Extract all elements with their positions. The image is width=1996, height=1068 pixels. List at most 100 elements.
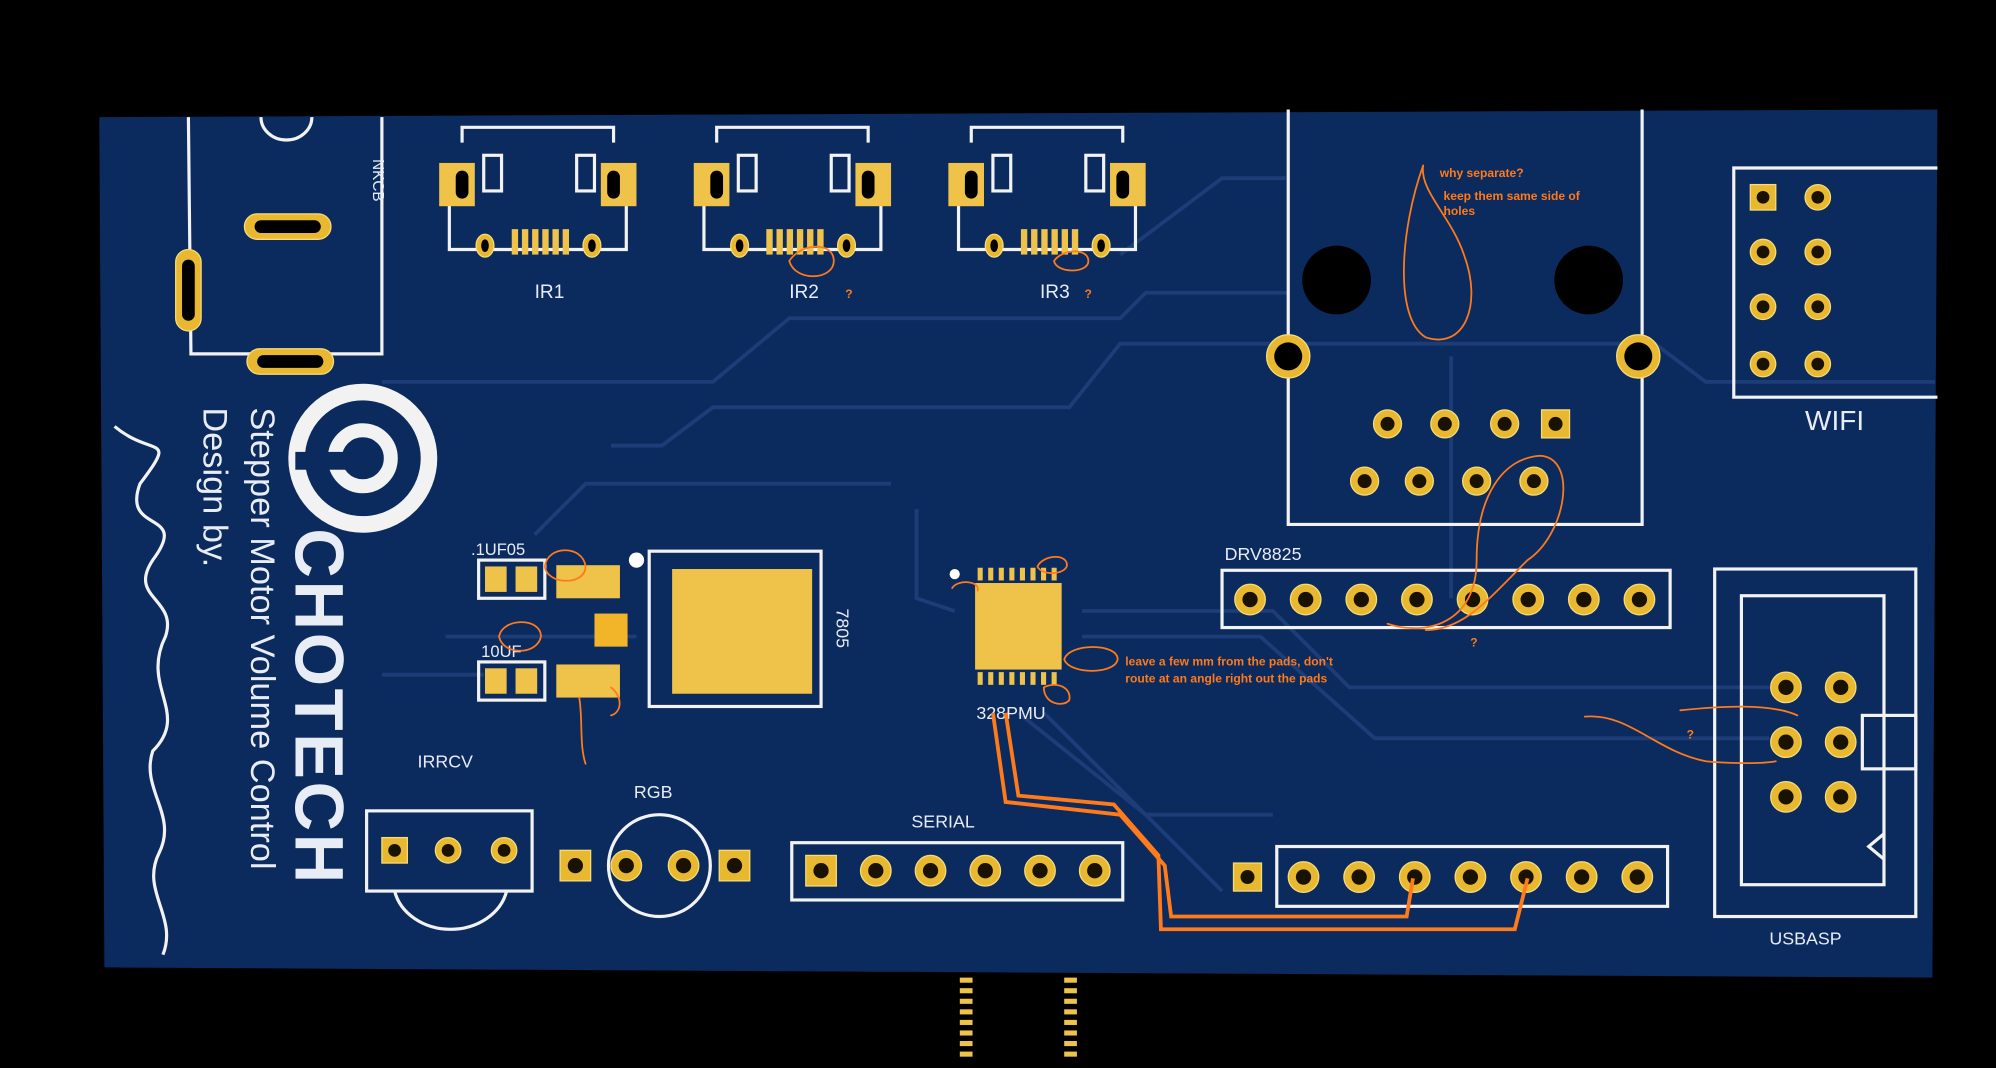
drill-hole bbox=[1409, 591, 1425, 608]
drill-hole bbox=[1576, 591, 1592, 608]
mcu-pin bbox=[1009, 567, 1015, 581]
chotech-logo: CHOTECH bbox=[280, 383, 438, 886]
label-regulator: 7805 bbox=[832, 608, 852, 648]
note-why-separate: why separate? bbox=[1439, 166, 1524, 180]
drill-hole bbox=[1437, 416, 1452, 431]
drill-hole bbox=[1833, 734, 1849, 750]
usb-signal-pad bbox=[1041, 229, 1048, 255]
usb-outline bbox=[991, 153, 1013, 193]
mcu-pin bbox=[1064, 1041, 1077, 1047]
pcb-board bbox=[99, 109, 1938, 978]
drill-hole bbox=[1756, 357, 1770, 371]
drill-hole bbox=[1357, 474, 1372, 489]
drill-hole bbox=[735, 239, 744, 253]
usbasp-header bbox=[1713, 567, 1918, 919]
drill-hole bbox=[1462, 869, 1479, 885]
drill-hole bbox=[388, 843, 401, 857]
usb-signal-pad bbox=[532, 229, 539, 255]
regulator-7805: 7805 bbox=[556, 549, 852, 709]
mcu-pin bbox=[988, 672, 994, 685]
mcu-pin bbox=[959, 998, 973, 1004]
drill-hole bbox=[1756, 190, 1770, 204]
drill-hole bbox=[1295, 869, 1312, 885]
power-jack-label: NKCB bbox=[369, 159, 386, 201]
drill-hole bbox=[1756, 245, 1770, 259]
mcu-pin bbox=[1030, 567, 1036, 581]
label-ir2: IR2 bbox=[789, 282, 819, 303]
label-usbasp: USBASP bbox=[1769, 929, 1841, 949]
usb-signal-pad bbox=[766, 229, 773, 255]
drill-hole bbox=[1756, 300, 1770, 314]
usb-signal-pad bbox=[817, 229, 824, 255]
usb-signal-pad bbox=[1061, 229, 1069, 255]
drill-hole bbox=[1380, 416, 1395, 431]
square-pad bbox=[381, 836, 408, 864]
mcu-pin bbox=[998, 672, 1004, 685]
usb-outline bbox=[829, 153, 851, 193]
mcu-pin bbox=[1051, 567, 1057, 581]
label-ir1: IR1 bbox=[535, 282, 565, 303]
drill-hole bbox=[1087, 863, 1103, 879]
drill-hole bbox=[1833, 679, 1849, 696]
drill-hole bbox=[1407, 869, 1423, 885]
drill-hole bbox=[1778, 734, 1794, 750]
note-same-side-line1: keep them same side of bbox=[1444, 189, 1581, 203]
usb-signal-pad bbox=[511, 229, 519, 255]
rgb-led bbox=[559, 813, 751, 919]
usb-slot bbox=[1116, 170, 1130, 199]
mcu-pin bbox=[959, 1019, 973, 1025]
drill-hole bbox=[1032, 863, 1048, 879]
drill-hole bbox=[1631, 591, 1648, 608]
mcu-pin bbox=[998, 567, 1004, 581]
drill-hole bbox=[726, 857, 743, 874]
usb-slot bbox=[964, 170, 978, 199]
usb-signal-pad bbox=[796, 229, 804, 255]
mcu-pin bbox=[959, 988, 973, 994]
mcu-pin bbox=[988, 567, 994, 581]
drill-hole bbox=[618, 857, 634, 874]
mcu-pin bbox=[959, 1041, 973, 1047]
usb-slot bbox=[710, 170, 724, 199]
usb-slot bbox=[861, 170, 875, 199]
drill-hole bbox=[868, 863, 884, 879]
usb-signal-pad bbox=[807, 229, 814, 255]
drill-hole bbox=[1497, 416, 1512, 431]
mcu-pin bbox=[1009, 672, 1015, 685]
usb-outline bbox=[575, 153, 597, 193]
label-ir3: IR3 bbox=[1040, 282, 1070, 303]
usb-signal-pad bbox=[776, 229, 783, 255]
note-pads-line2: route at an angle right out the pads bbox=[1125, 671, 1327, 685]
drill-hole bbox=[977, 863, 993, 879]
usb-signal-pad bbox=[1020, 229, 1028, 255]
drill-hole bbox=[1353, 591, 1369, 608]
mcu-pin bbox=[959, 1030, 973, 1036]
drill-hole bbox=[922, 863, 939, 879]
note-question-driver: ? bbox=[1470, 636, 1477, 650]
mcu-pin bbox=[977, 567, 983, 581]
mcu-pin bbox=[1064, 1030, 1077, 1036]
usb-outline bbox=[482, 153, 504, 193]
serial-header bbox=[790, 841, 1125, 902]
drill-hole bbox=[441, 843, 455, 857]
usb-outline bbox=[1084, 153, 1106, 193]
drill-hole bbox=[1469, 474, 1484, 489]
drill-hole bbox=[1526, 474, 1541, 489]
usb-signal-pad bbox=[552, 229, 559, 255]
usb-signal-pad bbox=[562, 229, 570, 255]
drill-hole bbox=[990, 239, 998, 253]
mcu-pin bbox=[1051, 672, 1057, 685]
drill-hole bbox=[497, 843, 511, 857]
mcu-pin bbox=[1019, 672, 1025, 685]
note-same-side-line2: holes bbox=[1444, 204, 1476, 218]
usb-connectors bbox=[439, 125, 1146, 258]
note-pads-line1: leave a few mm from the pads, don't bbox=[1125, 655, 1333, 669]
drill-hole bbox=[813, 863, 829, 879]
note-question-ir3: ? bbox=[1085, 287, 1092, 301]
mcu-pin bbox=[1030, 672, 1036, 685]
drill-hole bbox=[1574, 869, 1590, 885]
label-mcu: 328PMU bbox=[976, 703, 1045, 723]
label-serial: SERIAL bbox=[911, 811, 974, 831]
usb-outline bbox=[736, 153, 758, 193]
drill-hole bbox=[1240, 870, 1255, 885]
